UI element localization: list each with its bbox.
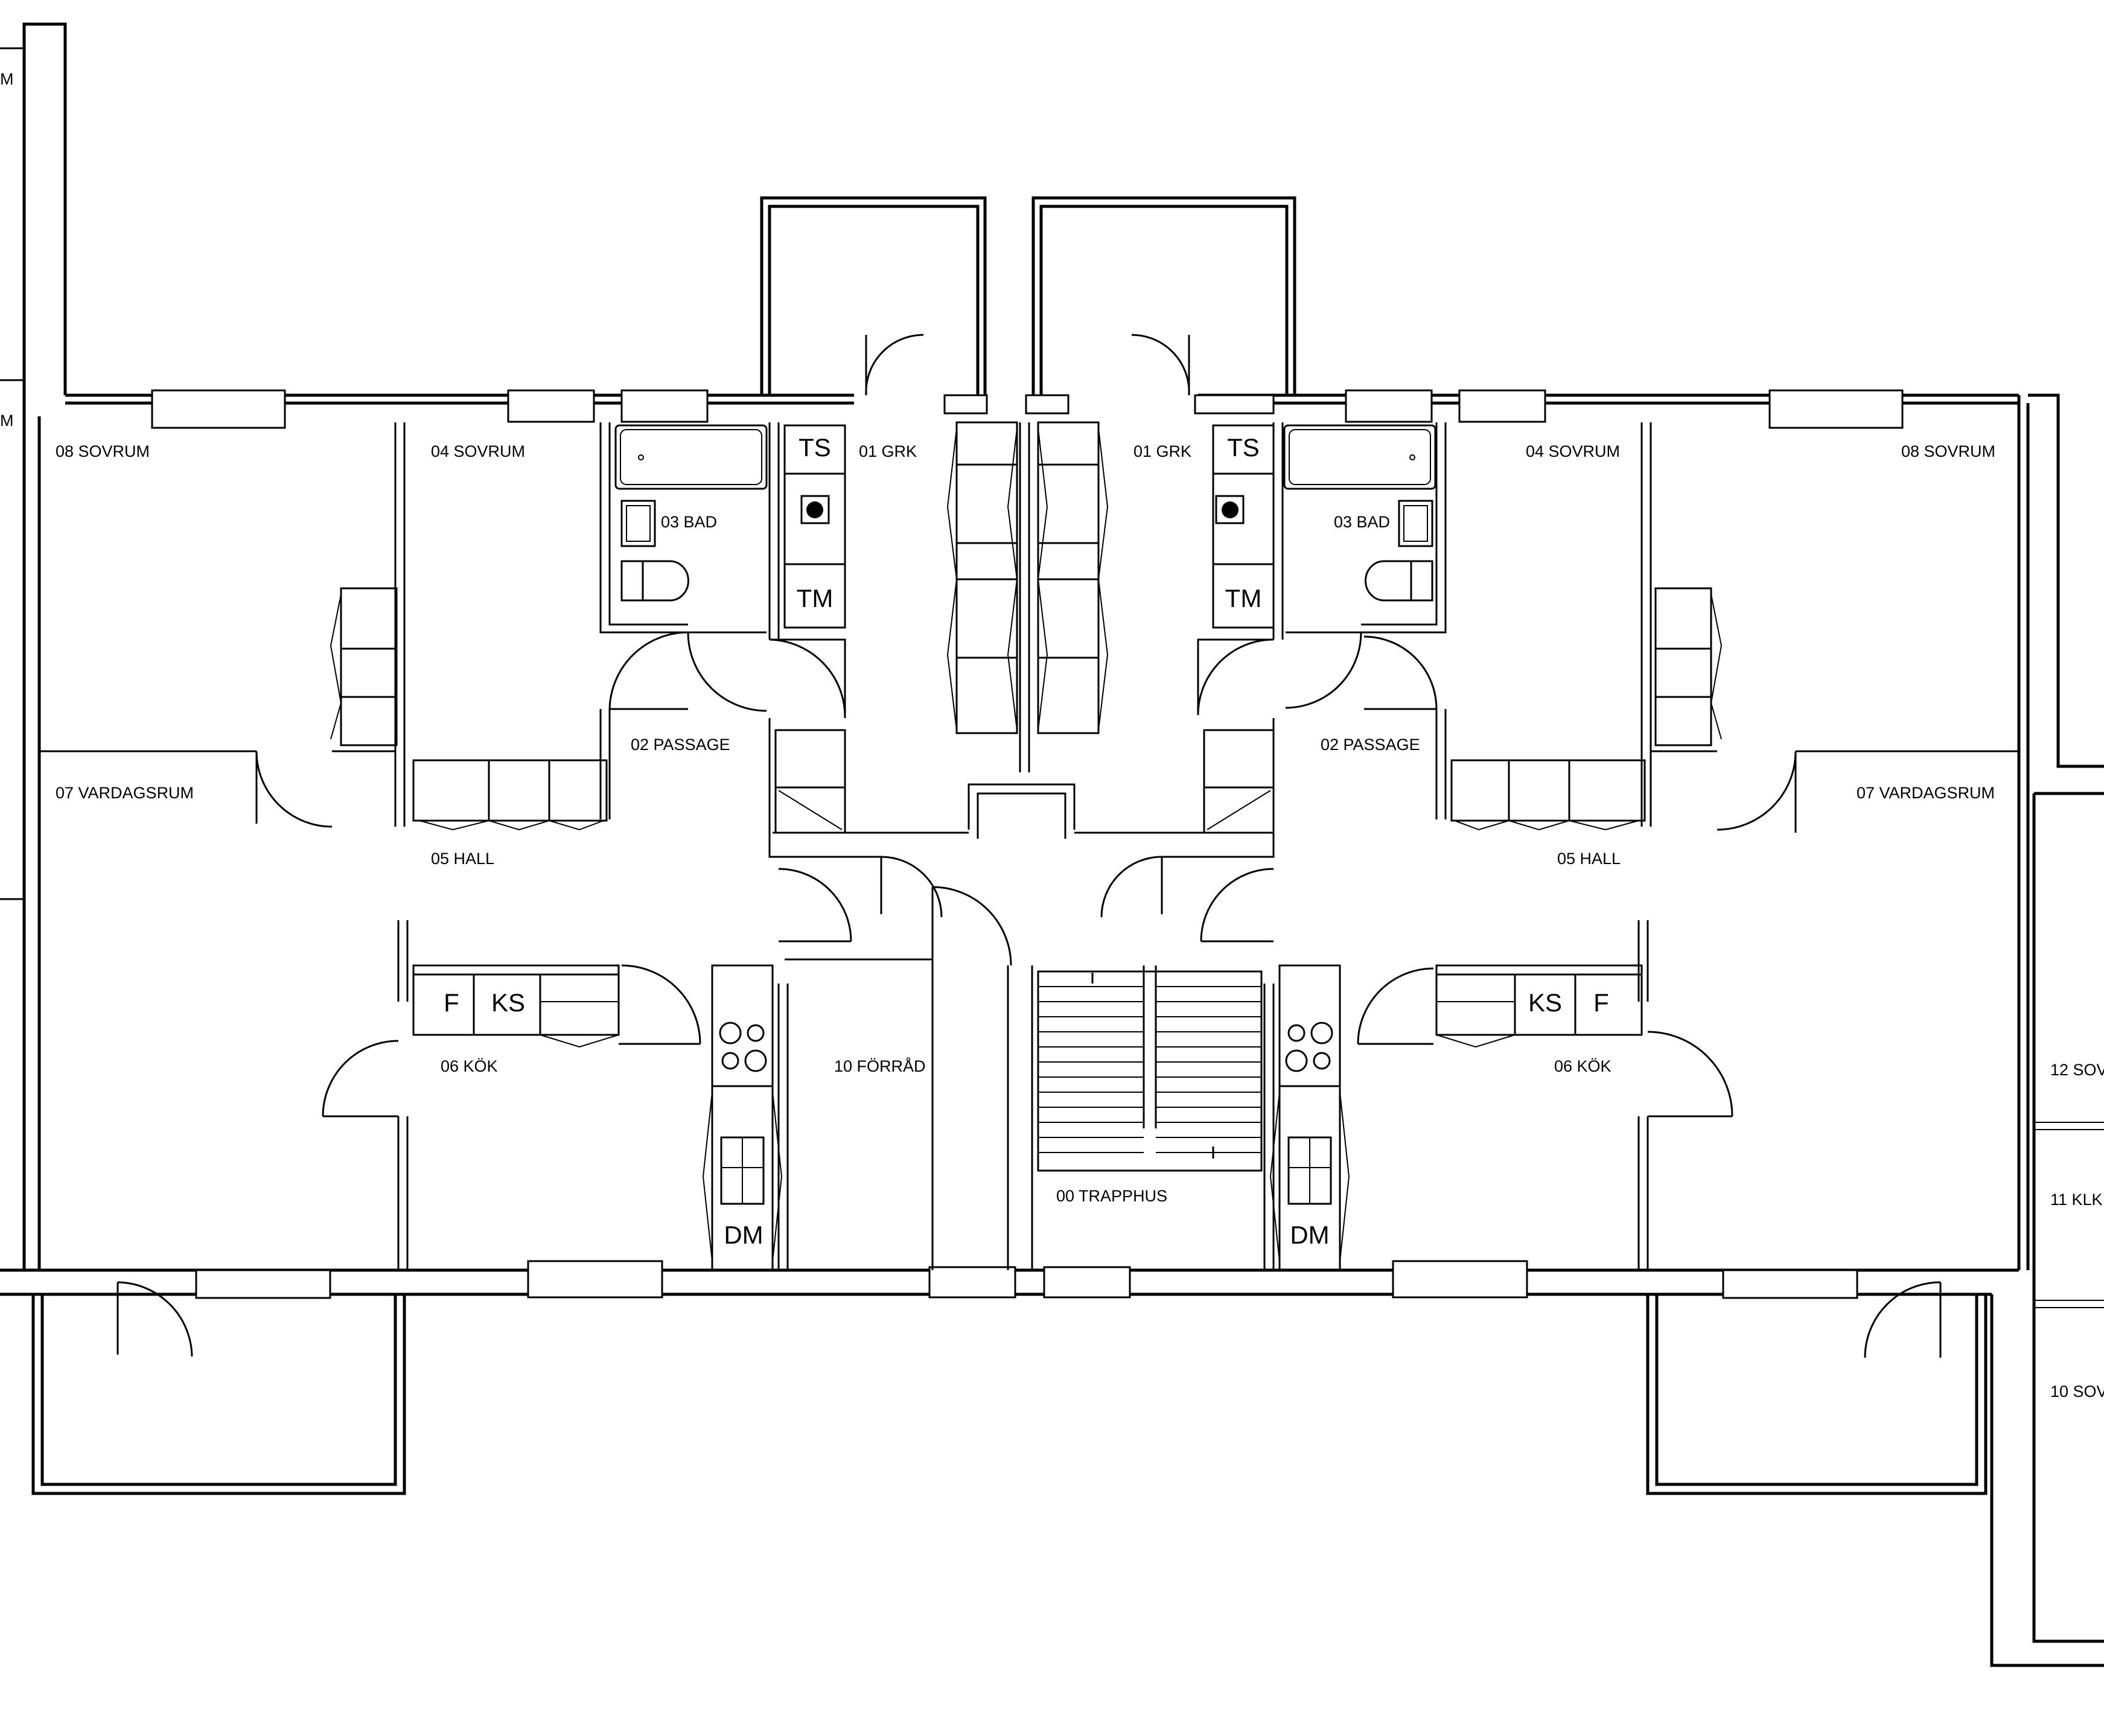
room-label-left-03: 03 BAD: [661, 513, 717, 531]
bottom-balconies: [31, 1294, 1988, 1495]
room-label-edge-left-b: M: [0, 412, 14, 430]
room-label-left-07: 07 VARDAGSRUM: [56, 784, 194, 802]
room-label-00-trapphus: 00 TRAPPHUS: [1056, 1187, 1167, 1205]
room-label-edge-12: 12 SOV: [2050, 1061, 2104, 1079]
room-label-left-01: 01 GRK: [859, 442, 917, 460]
room-labels: 08 SOVRUM 04 SOVRUM 03 BAD 01 GRK 02 PAS…: [0, 70, 2104, 1401]
room-label-edge-11: 11 KLK: [2050, 1191, 2103, 1209]
room-label-10-forrad: 10 FÖRRÅD: [834, 1057, 926, 1075]
room-label-right-03: 03 BAD: [1334, 513, 1390, 531]
room-label-left-05: 05 HALL: [431, 850, 494, 868]
room-label-left-06: 06 KÖK: [441, 1057, 498, 1075]
dm-symbol-right: DM: [1290, 1221, 1329, 1249]
room-label-right-08: 08 SOVRUM: [1901, 442, 1995, 460]
room-label-left-04: 04 SOVRUM: [431, 442, 525, 460]
right-edge-dividers: [2034, 1122, 2104, 1308]
fixture-symbols: TS TM TS TM F KS KS F DM DM: [444, 433, 1609, 1249]
dm-symbol-left: DM: [724, 1221, 763, 1249]
interior-walls: [39, 422, 2019, 1270]
tm-symbol-left: TM: [797, 584, 834, 612]
room-label-edge-10: 10 SOV: [2050, 1382, 2104, 1401]
room-label-right-06: 06 KÖK: [1554, 1057, 1611, 1075]
room-label-right-02: 02 PASSAGE: [1321, 736, 1420, 754]
f-symbol-right: F: [1593, 988, 1609, 1017]
left-kitchen: [412, 964, 783, 1271]
left-bathroom-fixtures: [614, 424, 846, 629]
room-label-right-07: 07 VARDAGSRUM: [1857, 784, 1995, 802]
wardrobes: [330, 421, 1723, 834]
right-bathroom-fixtures: [1212, 424, 1436, 629]
right-kitchen: [1269, 964, 1643, 1271]
exterior-walls: [0, 22, 2104, 1667]
room-label-left-08: 08 SOVRUM: [56, 442, 150, 460]
tm-symbol-right: TM: [1225, 584, 1262, 612]
ts-symbol-right: TS: [1227, 433, 1260, 462]
doors: [116, 334, 1942, 1358]
room-label-right-01: 01 GRK: [1133, 442, 1191, 460]
room-label-left-02: 02 PASSAGE: [631, 736, 730, 754]
ks-symbol-right: KS: [1528, 988, 1562, 1017]
staircase: [1037, 965, 1263, 1172]
room-label-right-05: 05 HALL: [1557, 850, 1621, 868]
room-label-right-04: 04 SOVRUM: [1526, 442, 1620, 460]
ks-symbol-left: KS: [491, 988, 525, 1017]
windows: [151, 389, 1904, 1299]
top-balconies: [760, 196, 1296, 395]
room-label-edge-left-a: M: [0, 70, 14, 88]
ts-symbol-left: TS: [799, 433, 831, 462]
f-symbol-left: F: [444, 988, 459, 1017]
